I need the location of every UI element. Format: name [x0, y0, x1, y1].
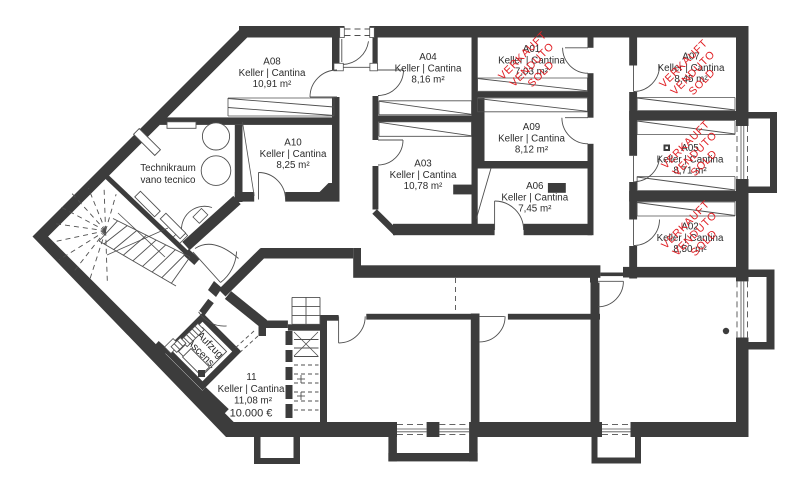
svg-text:A01: A01	[523, 44, 540, 55]
svg-text:A05: A05	[681, 143, 699, 154]
svg-text:Keller | Cantina: Keller | Cantina	[501, 193, 568, 204]
svg-text:7,03 m²: 7,03 m²	[515, 67, 549, 78]
svg-text:Keller | Cantina: Keller | Cantina	[390, 170, 457, 181]
svg-text:A09: A09	[523, 122, 540, 133]
svg-text:Keller | Cantina: Keller | Cantina	[498, 56, 565, 67]
svg-text:8,50 m²: 8,50 m²	[673, 244, 707, 255]
svg-text:vano tecnico: vano tecnico	[140, 175, 196, 186]
svg-text:Keller | Cantina: Keller | Cantina	[658, 63, 725, 74]
svg-text:Technikraum: Technikraum	[140, 163, 196, 174]
svg-text:Keller | Cantina: Keller | Cantina	[395, 64, 462, 75]
svg-text:A07: A07	[682, 52, 699, 63]
svg-text:8,16 m²: 8,16 m²	[411, 75, 445, 86]
svg-text:8,71 m²: 8,71 m²	[673, 166, 707, 177]
svg-text:8,25 m²: 8,25 m²	[276, 160, 310, 171]
svg-text:8,45 m²: 8,45 m²	[674, 74, 708, 85]
svg-text:Keller | Cantina: Keller | Cantina	[657, 155, 724, 166]
svg-text:7,45 m²: 7,45 m²	[518, 204, 552, 215]
svg-text:Keller | Cantina: Keller | Cantina	[218, 384, 285, 395]
svg-text:A02: A02	[681, 222, 698, 233]
svg-text:A04: A04	[419, 52, 437, 63]
svg-text:Keller | Cantina: Keller | Cantina	[239, 68, 306, 79]
svg-text:10.000 €: 10.000 €	[230, 408, 273, 420]
svg-text:Keller | Cantina: Keller | Cantina	[260, 149, 327, 160]
svg-text:8,12 m²: 8,12 m²	[515, 145, 549, 156]
svg-text:Keller | Cantina: Keller | Cantina	[657, 233, 724, 244]
svg-text:10,91 m²: 10,91 m²	[253, 79, 292, 90]
svg-text:10,78 m²: 10,78 m²	[404, 181, 443, 192]
svg-text:11,08 m²: 11,08 m²	[234, 396, 273, 407]
svg-text:11: 11	[246, 372, 256, 383]
svg-text:Keller | Cantina: Keller | Cantina	[498, 134, 565, 145]
svg-text:A08: A08	[263, 57, 281, 68]
svg-text:A06: A06	[526, 181, 544, 192]
svg-text:A03: A03	[414, 159, 432, 170]
svg-text:A10: A10	[284, 138, 302, 149]
